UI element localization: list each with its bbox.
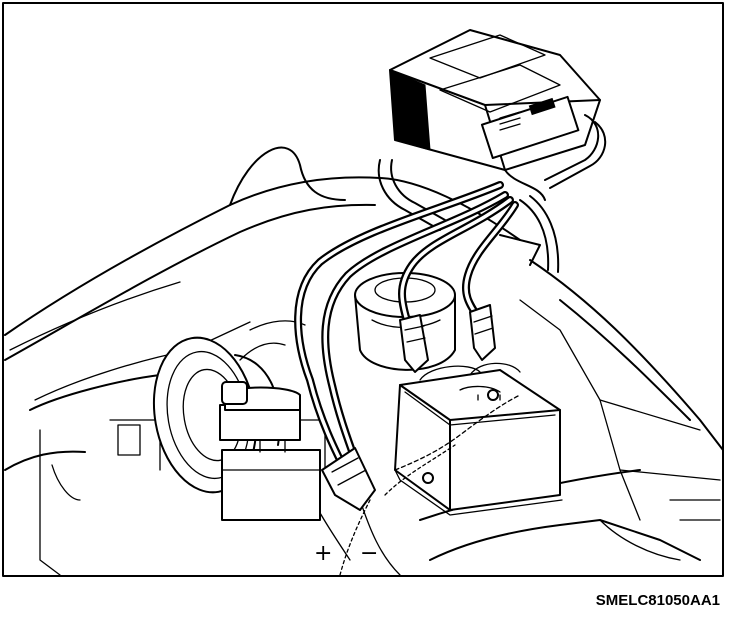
ground-lead	[339, 499, 371, 576]
tester-cables	[294, 181, 519, 474]
battery	[394, 362, 563, 516]
figure-code: SMELC81050AA1	[596, 592, 720, 609]
figure-frame	[2, 2, 724, 577]
positive-label: +	[314, 541, 332, 566]
tester-stand	[377, 114, 607, 273]
master-cylinder	[219, 381, 326, 521]
hold-down-strap	[394, 394, 521, 471]
negative-clamp	[321, 447, 376, 511]
battery-tester	[389, 29, 601, 201]
positive-clamp	[399, 314, 429, 373]
negative-label: −	[360, 541, 378, 566]
sense-clamp	[469, 304, 496, 361]
